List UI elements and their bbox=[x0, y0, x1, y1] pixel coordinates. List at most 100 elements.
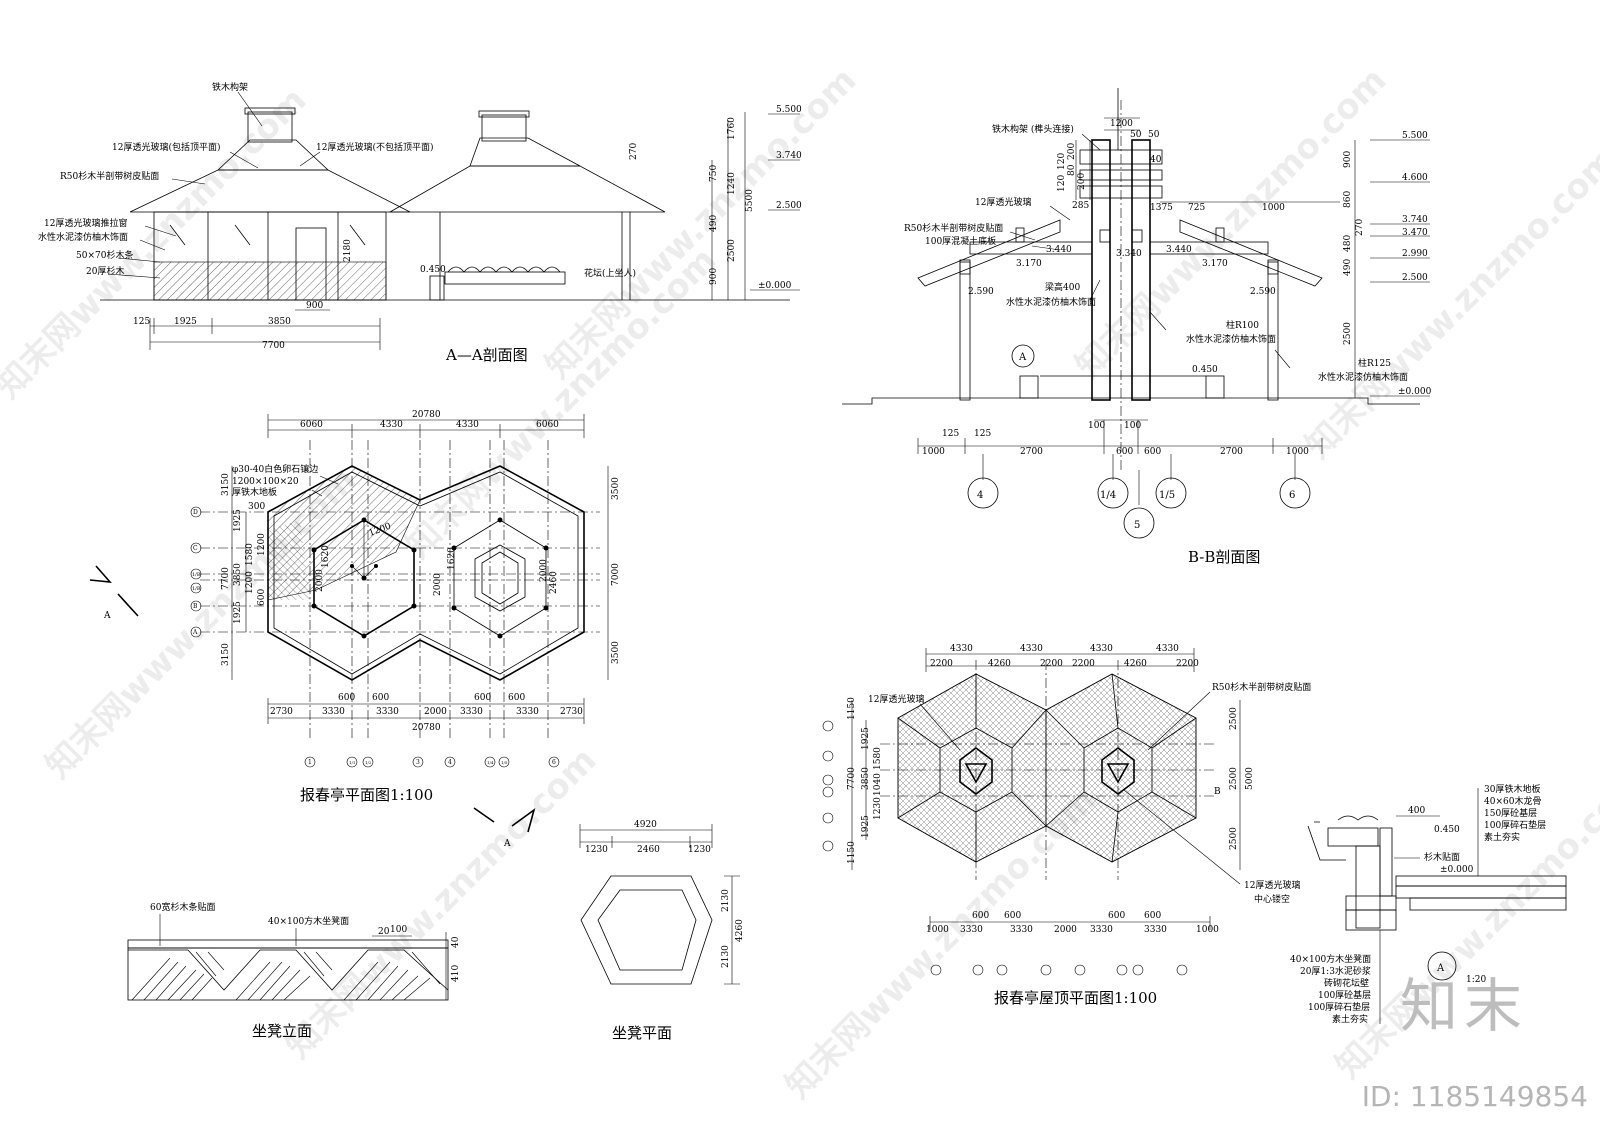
title-roof-plan: 报春亭屋顶平面图1:100 bbox=[994, 989, 1157, 1007]
bb-hdim-9: 100 bbox=[1124, 421, 1141, 431]
roof-rdim-1: 2500 bbox=[1229, 767, 1239, 790]
plan-label-300: 300 bbox=[248, 502, 265, 512]
plan-ldim-4: 1925 bbox=[233, 601, 243, 624]
detail-top-label-1: 40×60木龙骨 bbox=[1484, 795, 1541, 807]
bb-label-glass: 12厚透光玻璃 bbox=[975, 196, 1031, 208]
watermark-1: 知末网www.znzmo.com bbox=[0, 80, 314, 406]
plan-row-axis-b: B bbox=[193, 603, 198, 610]
aa-hdim-1925: 1925 bbox=[174, 317, 197, 327]
roof-tdim-4: 2200 bbox=[930, 659, 953, 669]
benchplan-dim-3: 1230 bbox=[688, 845, 711, 855]
bb-ilevel-0: 3.440 bbox=[1046, 245, 1072, 255]
plan-bdim-6: 3330 bbox=[376, 707, 399, 717]
bb-label-paint-3: 水性水泥漆仿柚木饰面 bbox=[1318, 371, 1408, 383]
bb-hdim-7: 1000 bbox=[1286, 447, 1309, 457]
bb-tdim-0: 1200 bbox=[1110, 119, 1133, 129]
bb-vdim-2500: 2500 bbox=[1343, 322, 1353, 345]
plan-ldim-0: 3150 bbox=[221, 473, 231, 496]
title-section-aa: A—A剖面图 bbox=[445, 346, 528, 364]
detail-scale: 1:20 bbox=[1466, 975, 1486, 985]
plan-idim-2: 2460 bbox=[549, 571, 559, 594]
aa-vdim-490: 490 bbox=[709, 215, 719, 232]
watermark-3: 知末网www.znzmo.com bbox=[398, 240, 724, 566]
aa-vdim-750: 750 bbox=[709, 165, 719, 182]
benchplan-dim-2: 2460 bbox=[637, 845, 660, 855]
plan-section-mark: A bbox=[103, 611, 111, 621]
detail-dim-0000: ±0.000 bbox=[1440, 865, 1474, 875]
aa-hdim-900: 900 bbox=[306, 301, 323, 311]
plan-row-axis-1b: 1/B bbox=[192, 572, 201, 578]
plan-ldim-2: 7700 bbox=[221, 567, 231, 590]
aa-hdim-7700: 7700 bbox=[262, 341, 285, 351]
roof-ldim-0: 1150 bbox=[847, 697, 857, 720]
plan-tdim-2: 4330 bbox=[380, 420, 403, 430]
plan-idim-4: 1620 bbox=[321, 545, 331, 568]
plan-idim-0: 2000 bbox=[315, 569, 325, 592]
plan-bdim-2: 600 bbox=[474, 693, 491, 703]
aa-vdim-1240: 1240 bbox=[727, 172, 737, 195]
bb-label-slab: 100厚混凝土底板 bbox=[925, 235, 996, 247]
roof-rdim-3: 2500 bbox=[1229, 827, 1239, 850]
aa-vdim-5500: 5500 bbox=[745, 189, 755, 212]
roof-ldim-5: 1040 bbox=[873, 773, 883, 796]
detail-top-label-4: 素土夯实 bbox=[1484, 831, 1520, 843]
plan-col-axis-3: 3 bbox=[416, 759, 420, 766]
roof-section-b: B bbox=[1214, 787, 1221, 797]
roof-rdim-2: 5000 bbox=[1245, 767, 1255, 790]
plan-ldim-5: 3150 bbox=[221, 643, 231, 666]
bb-hdim-5: 600 bbox=[1144, 447, 1161, 457]
plan-col-axis-1: 1 bbox=[308, 759, 312, 766]
plan-row-axis-a: A bbox=[192, 629, 198, 636]
bb-vdim-860: 860 bbox=[1343, 191, 1353, 208]
roof-tdim-2: 4330 bbox=[1090, 644, 1113, 654]
detail-bottom-label-2: 砖砌花坛壁 bbox=[1324, 977, 1369, 989]
aa-label-bark: R50杉木半剖带树皮贴面 bbox=[60, 170, 159, 182]
detail-top-label-3: 100厚碎石垫层 bbox=[1484, 819, 1546, 831]
plan-idim-1: 2000 bbox=[433, 573, 443, 596]
watermark-4: 知末网www.znzmo.com bbox=[538, 60, 864, 386]
bb-level-3: 3.470 bbox=[1402, 228, 1428, 238]
bb-vdim-270: 270 bbox=[1355, 219, 1365, 236]
detail-bottom-label-5: 素土夯实 bbox=[1332, 1013, 1368, 1025]
bb-tdim-12: 1000 bbox=[1262, 203, 1285, 213]
plan-bdim-1: 600 bbox=[372, 693, 389, 703]
plan-tdim-0: 20780 bbox=[412, 410, 441, 420]
bb-tdim-10: 725 bbox=[1188, 203, 1205, 213]
bb-tdim-11: 1375 bbox=[1150, 203, 1173, 213]
roof-bdim-10: 1000 bbox=[1196, 925, 1219, 935]
detail-bottom-label-0: 40×100方木坐凳面 bbox=[1290, 953, 1371, 965]
bb-level-4: 2.990 bbox=[1402, 249, 1428, 259]
bb-ilevel-2: 2.590 bbox=[968, 287, 994, 297]
plan-ldim-1: 1925 bbox=[233, 509, 243, 532]
roof-ldim-3: 7700 bbox=[847, 767, 857, 790]
roof-tdim-5: 4260 bbox=[988, 659, 1011, 669]
bb-tdim-7: 200 bbox=[1077, 173, 1087, 190]
bb-level-6: ±0.000 bbox=[1398, 387, 1432, 397]
bb-tdim-8: 40 bbox=[1150, 155, 1162, 165]
aa-level-3740: 3.740 bbox=[776, 151, 802, 161]
plan-rdim-0: 3500 bbox=[611, 477, 621, 500]
bb-label-col100: 柱R100 bbox=[1226, 319, 1259, 331]
plan-row-axis-d: D bbox=[193, 509, 198, 516]
plan-col-axis-1-4: 1/4 bbox=[487, 760, 494, 765]
roof-bdim-8: 3330 bbox=[1090, 925, 1113, 935]
bench-dim-100: 100 bbox=[390, 925, 407, 935]
detail-dim-0450: 0.450 bbox=[1434, 825, 1460, 835]
roof-tdim-1: 4330 bbox=[1020, 644, 1043, 654]
plan-bdim-4: 2730 bbox=[270, 707, 293, 717]
plan-bdim-0: 600 bbox=[338, 693, 355, 703]
aa-label-planter: 花坛(上坐人) bbox=[584, 267, 636, 279]
plan-rdim-2: 3500 bbox=[611, 641, 621, 664]
plan-bdim-5: 3330 bbox=[322, 707, 345, 717]
roof-ldim-4: 3850 bbox=[861, 767, 871, 790]
roof-bdim-9: 3330 bbox=[1144, 925, 1167, 935]
aa-planter-level: 0.450 bbox=[420, 265, 446, 275]
bb-level-2: 3.740 bbox=[1402, 215, 1428, 225]
detail-ref: A bbox=[1436, 963, 1445, 974]
detail-top-label-0: 30厚铁木地板 bbox=[1484, 783, 1540, 795]
bb-tdim-5: 200 bbox=[1067, 143, 1077, 160]
bb-hdim-8: 100 bbox=[1088, 421, 1105, 431]
bb-hdim-2: 1000 bbox=[922, 447, 945, 457]
aa-label-frame: 铁木构架 bbox=[212, 81, 248, 93]
